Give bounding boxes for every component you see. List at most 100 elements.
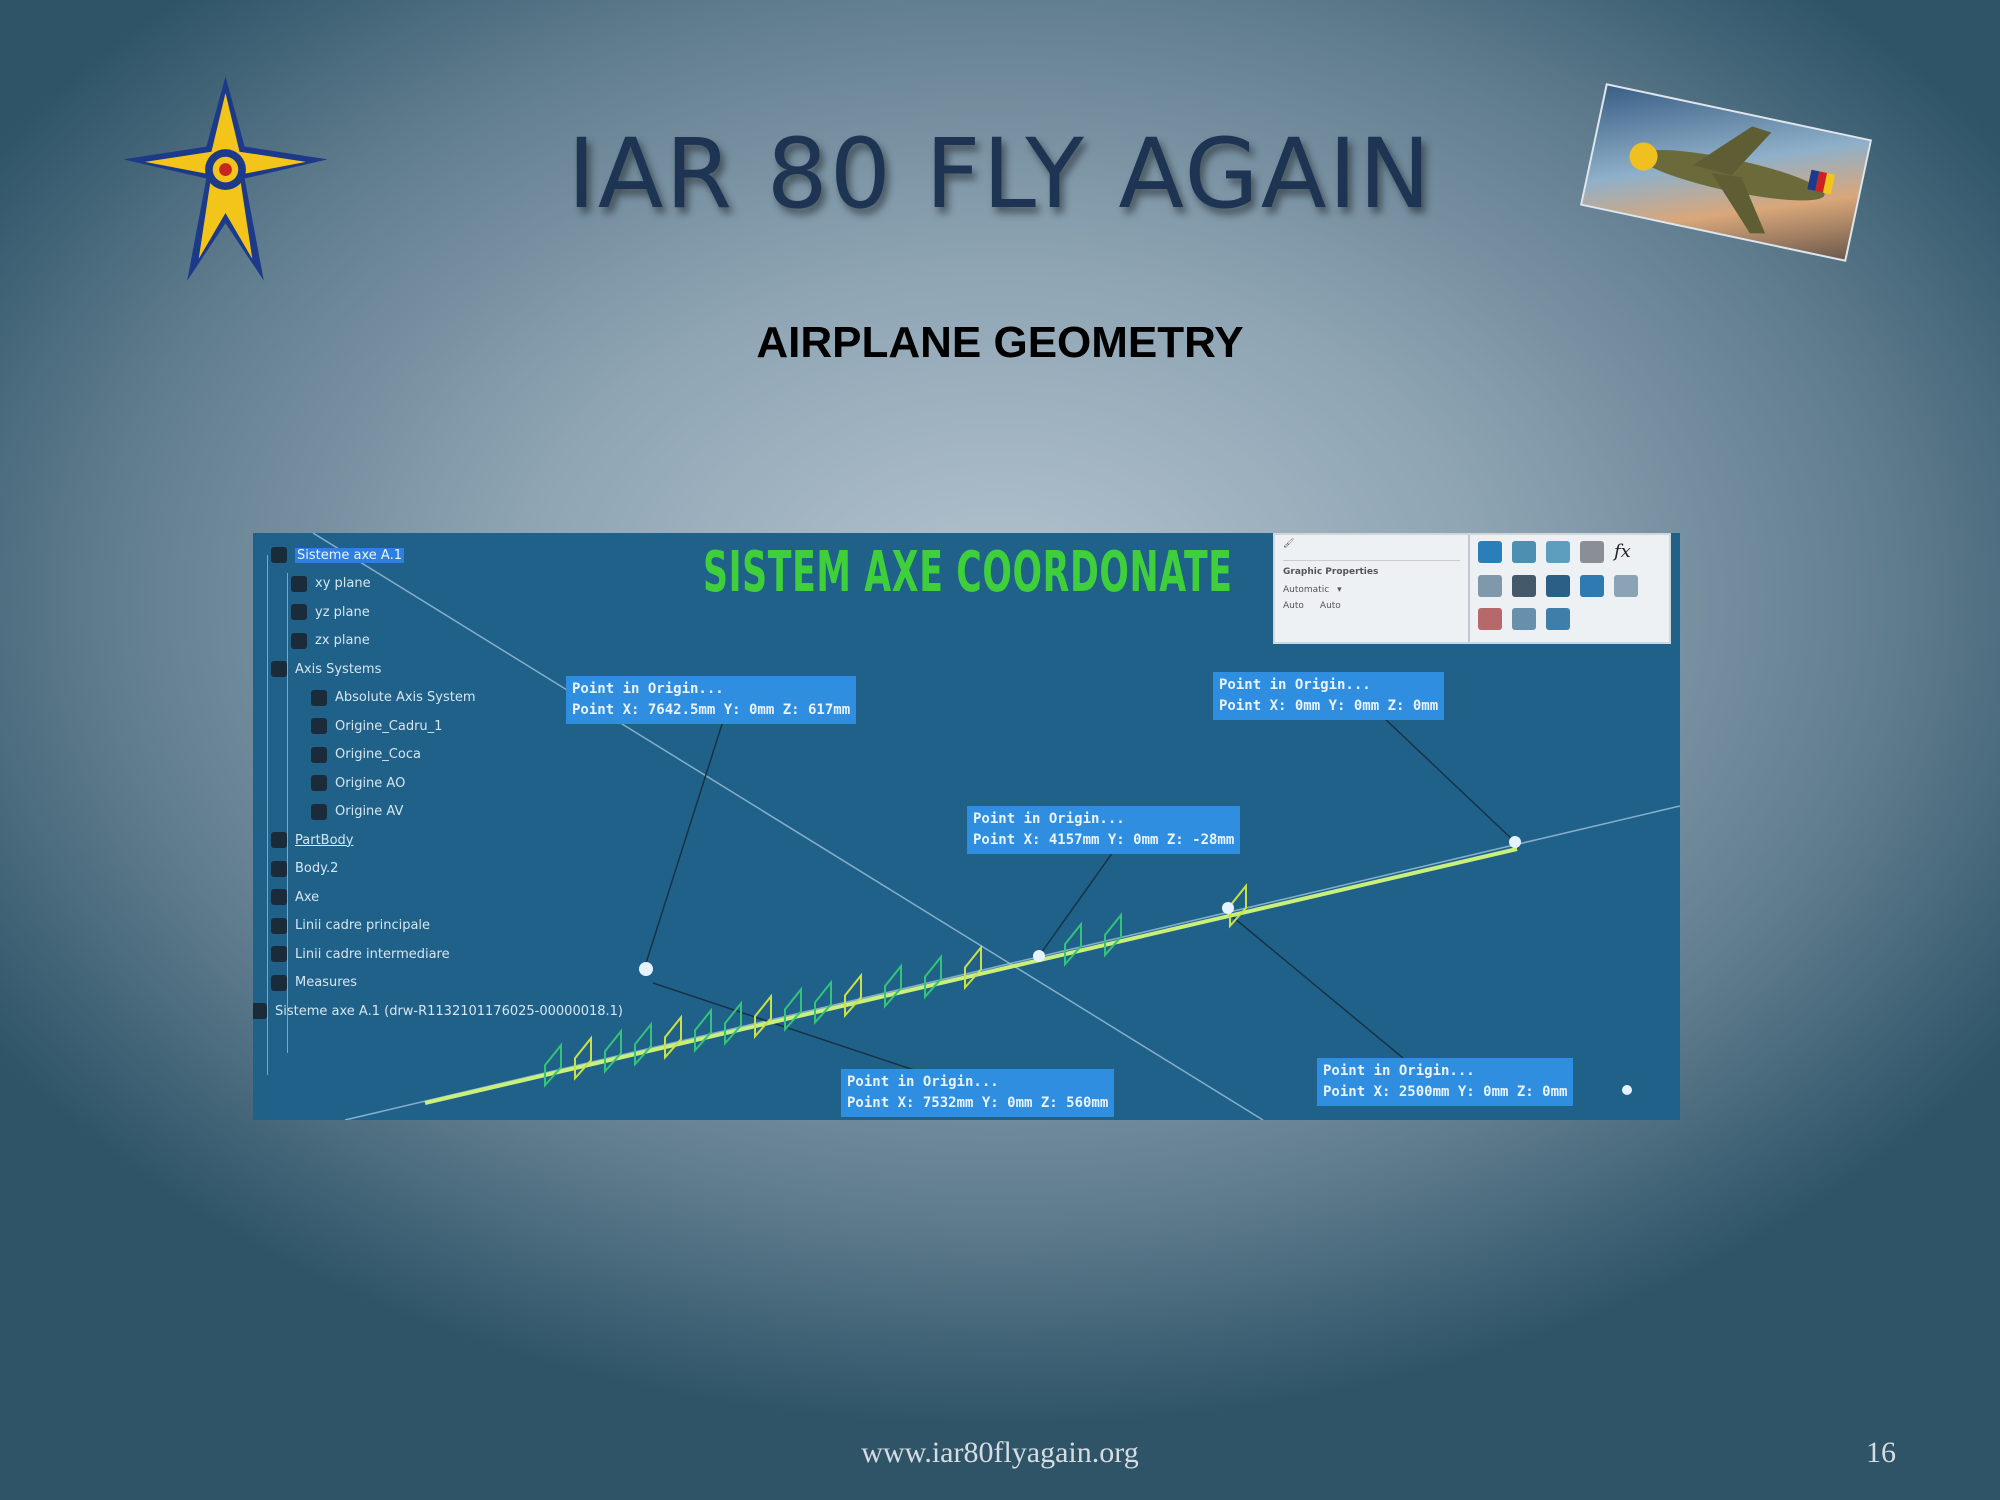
cube-icon[interactable] [1478, 541, 1502, 563]
tree-item[interactable]: Origine AV [311, 803, 404, 820]
point-callout: Point in Origin... Point X: 7532mm Y: 0mm… [841, 1069, 1115, 1117]
frame-section [724, 1000, 742, 1046]
tree-item-label: xy plane [315, 576, 371, 591]
point-callout: Point in Origin... Point X: 2500mm Y: 0mm… [1317, 1058, 1574, 1106]
toolbar-icons: fx [1470, 535, 1669, 642]
callout-title: Point in Origin... [1323, 1063, 1475, 1079]
catalog-icon[interactable] [1546, 574, 1570, 597]
frame-section [544, 1042, 562, 1088]
tree-item[interactable]: PartBody [271, 832, 353, 848]
tree-node-icon [311, 689, 327, 706]
tree-item[interactable]: yz plane [291, 604, 370, 620]
graphic-properties-label: Graphic Properties [1283, 567, 1379, 577]
airplane-photo [1579, 83, 1873, 262]
tree-item[interactable]: Axis Systems [271, 661, 381, 677]
tree-node-icon [291, 632, 307, 649]
tree-item-label: Sisteme axe A.1 [295, 547, 404, 563]
frame-section [1064, 921, 1082, 967]
tree-item-label: Absolute Axis System [335, 690, 476, 705]
line-type-dropdown[interactable]: Automatic [1283, 585, 1330, 595]
screen-icon[interactable] [1580, 574, 1604, 597]
measure-icon[interactable] [1614, 574, 1638, 597]
point-callout: Point in Origin...Point X: 7642.5mm Y: 0… [566, 676, 857, 724]
tree-item[interactable]: zx plane [291, 632, 370, 649]
frame-section [924, 953, 942, 1000]
paint-icon[interactable] [1478, 608, 1502, 631]
layer-dropdown[interactable]: Auto [1319, 601, 1341, 611]
tree-item[interactable]: Linii cadre intermediare [271, 946, 450, 962]
tree-node-icon [311, 746, 327, 763]
tree-item[interactable]: Absolute Axis System [311, 689, 476, 706]
tree-item[interactable]: Origine_Coca [311, 746, 421, 763]
tree-item[interactable]: Measures [271, 974, 358, 991]
tree-node-icon [271, 974, 287, 991]
frame-section [844, 972, 862, 1019]
thickness-dropdown[interactable]: Auto [1283, 601, 1304, 611]
callout-title: Point in Origin... [847, 1074, 999, 1090]
chevron-down-icon: ▾ [1337, 585, 1342, 595]
tree-item-label: Body.2 [295, 861, 339, 876]
tree-node-icon [271, 917, 287, 934]
tree-connector [287, 573, 288, 1053]
tree-item[interactable]: Axe [271, 889, 319, 905]
axis-geometry [312, 533, 1680, 1120]
tree-node-icon [311, 775, 327, 791]
tree-item-label: Linii cadre intermediare [295, 946, 450, 962]
painter-icon[interactable]: 🖌 [1283, 539, 1460, 561]
frame-section [694, 1007, 712, 1053]
callout-title: Point in Origin... [572, 681, 724, 697]
tree-item-label: Origine_Cadru_1 [335, 718, 443, 734]
search-icon[interactable] [1478, 574, 1502, 597]
tree-node-icon [291, 604, 307, 620]
part-icon[interactable] [1546, 541, 1570, 563]
footer-url[interactable]: www.iar80flyagain.org [861, 1436, 1139, 1469]
zoom-area-icon[interactable] [1546, 608, 1570, 631]
tree-item-label: yz plane [315, 604, 370, 620]
document-icon[interactable] [1580, 541, 1604, 563]
tree-item[interactable]: Sisteme axe A.1 [271, 547, 404, 563]
tree-item[interactable]: Origine_Cadru_1 [311, 718, 442, 734]
cad-screenshot: SISTEM AXE COORDONATE Sisteme axe A.1 xy … [253, 533, 1680, 1120]
tree-item[interactable]: xy plane [291, 575, 371, 592]
tree-item[interactable]: Origine AO [311, 775, 405, 791]
callout-coordinates: Point X: 0mm Y: 0mm Z: 0mm [1219, 698, 1439, 714]
part-icon[interactable] [1512, 541, 1536, 563]
callout-coordinates: Point X: 2500mm Y: 0mm Z: 0mm [1323, 1084, 1568, 1100]
tree-item-label: zx plane [315, 633, 370, 648]
frame-section [1104, 912, 1122, 958]
tree-item-label: Measures [295, 975, 358, 990]
axis-icon[interactable] [1512, 574, 1536, 597]
tree-node-icon [271, 946, 287, 962]
callout-coordinates: Point X: 4157mm Y: 0mm Z: -28mm [973, 832, 1235, 848]
tree-item[interactable]: Body.2 [271, 860, 339, 877]
coordinate-system-banner: SISTEM AXE COORDONATE [703, 540, 1233, 605]
frame-section [784, 986, 802, 1033]
tree-item[interactable]: Sisteme axe A.1 (drw-R1132101176025-0000… [253, 1003, 623, 1019]
tree-node-icon [271, 832, 287, 848]
tree-item-label: Origine AV [335, 804, 404, 819]
frame-section [964, 944, 982, 991]
frame-section [754, 993, 772, 1040]
callout-coordinates: Point X: 7532mm Y: 0mm Z: 560mm [847, 1095, 1109, 1111]
tree-item-label: Origine AO [335, 775, 406, 791]
tree-item-label: Origine_Coca [335, 747, 421, 762]
tree-item-label: Sisteme axe A.1 (drw-R1132101176025-0000… [275, 1003, 623, 1019]
tree-node-icon [271, 661, 287, 677]
tree-item-label: Axe [295, 889, 320, 905]
zoom-icon[interactable] [1512, 608, 1536, 631]
tree-node-icon [271, 889, 287, 905]
slide-subtitle: AIRPLANE GEOMETRY [756, 318, 1244, 367]
axis-system-markers [639, 836, 1632, 1095]
tree-node-icon [311, 718, 327, 734]
tree-item[interactable]: Linii cadre principale [271, 917, 430, 934]
tree-node-icon [253, 1003, 267, 1019]
tree-node-icon [291, 575, 307, 592]
frame-section [634, 1021, 652, 1067]
page-number: 16 [1866, 1436, 1896, 1469]
iar80-logo [123, 76, 328, 281]
tree-node-icon [311, 803, 327, 820]
tree-node-icon [271, 547, 287, 563]
formula-icon[interactable]: fx [1614, 541, 1631, 562]
tree-item-label: PartBody [295, 832, 354, 848]
callout-title: Point in Origin... [973, 811, 1125, 827]
